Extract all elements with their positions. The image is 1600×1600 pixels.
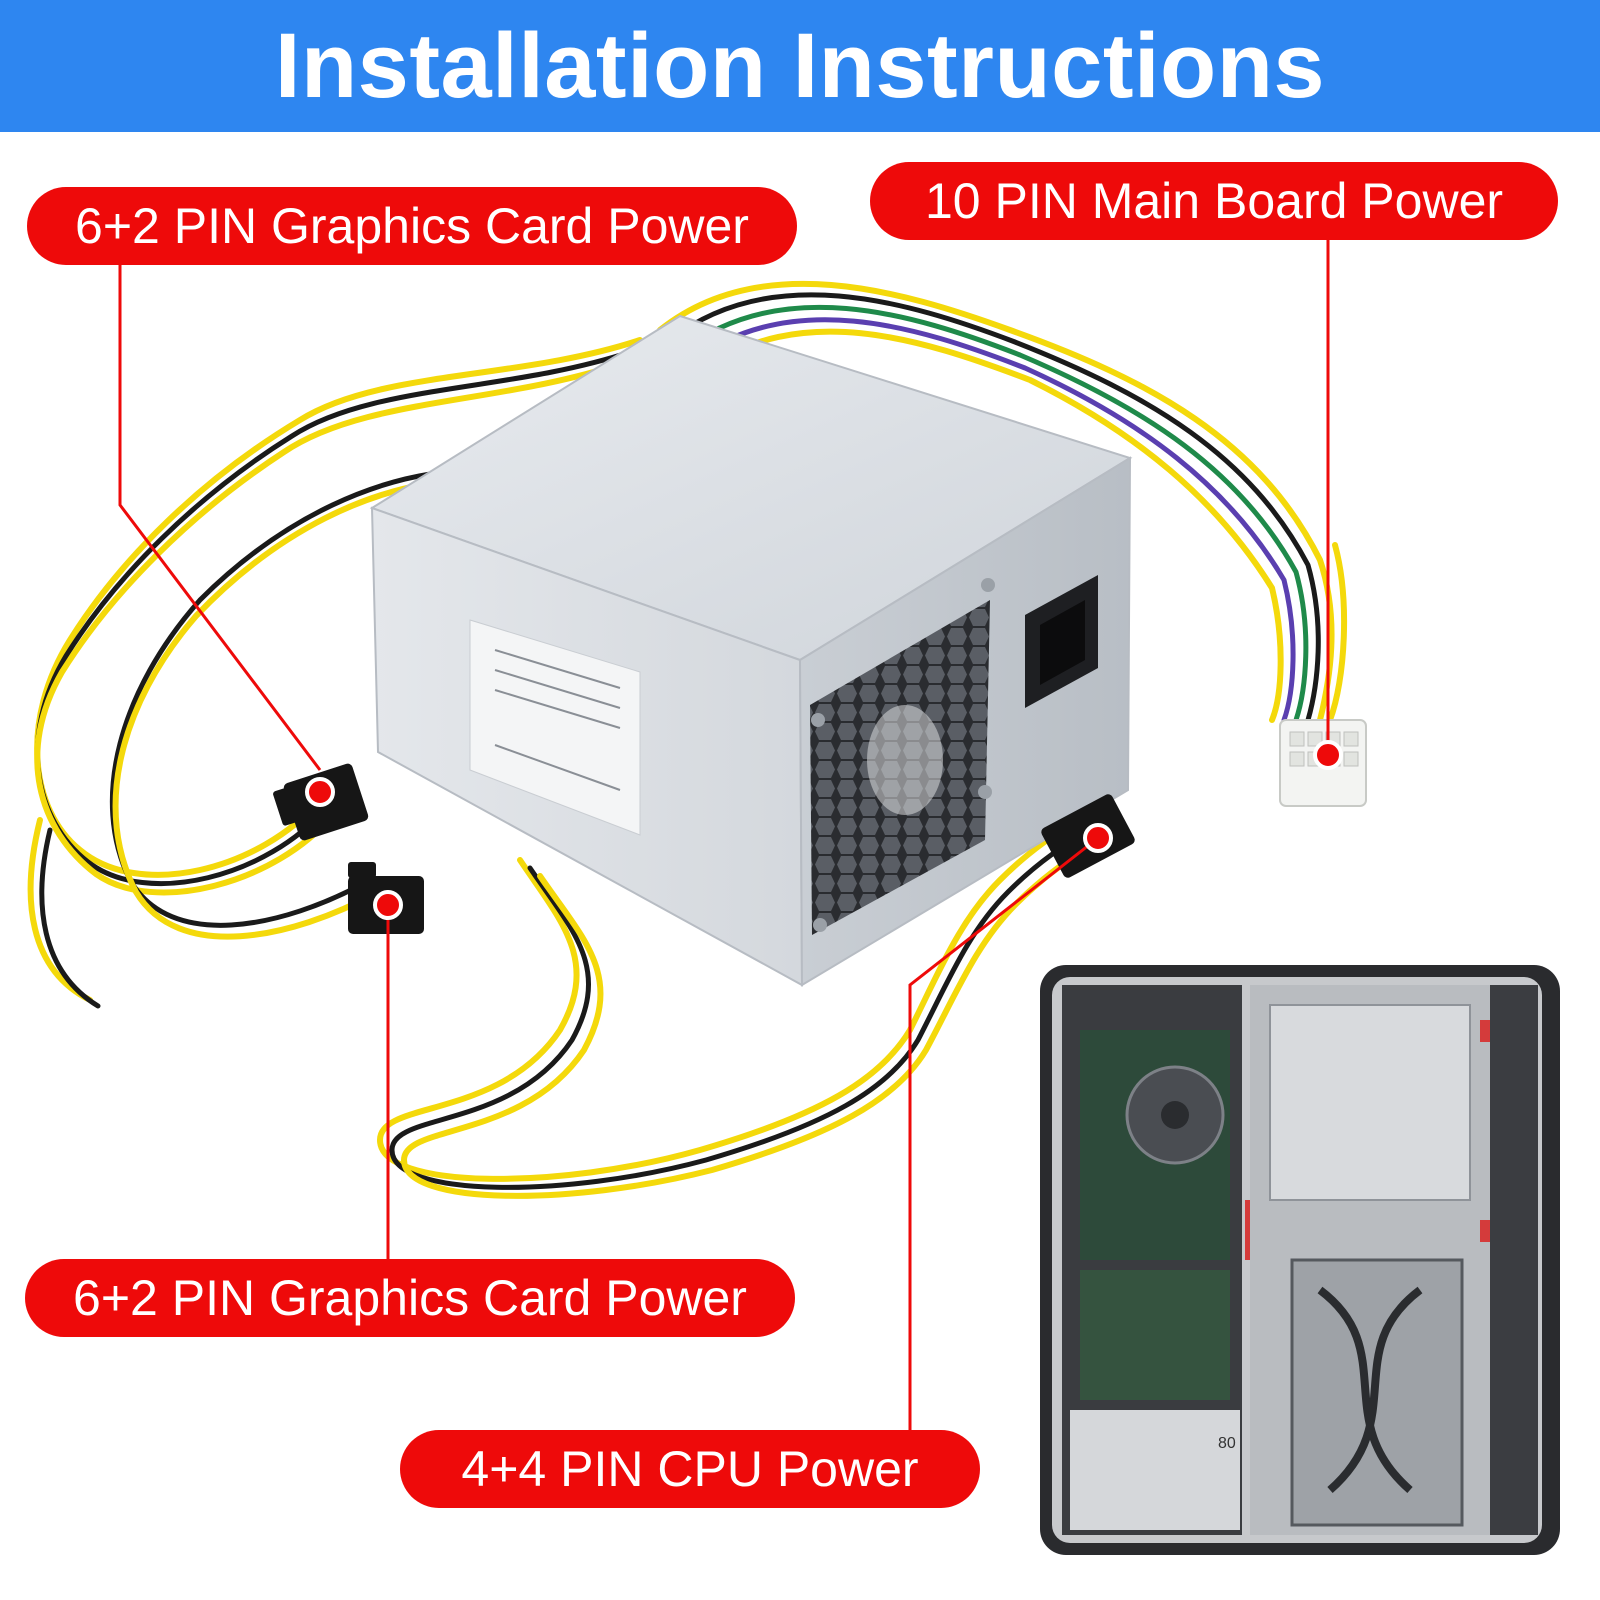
power-supply-unit: [369, 314, 1133, 987]
marker-gpu-bottom: [373, 890, 403, 920]
label-gpu-power-top: 6+2 PIN Graphics Card Power: [27, 187, 797, 265]
label-gpu-power-bottom: 6+2 PIN Graphics Card Power: [25, 1259, 795, 1337]
psu-badge: 80: [1218, 1435, 1236, 1452]
marker-cpu: [1083, 823, 1113, 853]
label-cpu-power: 4+4 PIN CPU Power: [400, 1430, 980, 1508]
cable-bundle: [27, 280, 1348, 1199]
label-mainboard-power: 10 PIN Main Board Power: [870, 162, 1558, 240]
marker-gpu-top: [305, 777, 335, 807]
pc-case-inset: 80: [1040, 965, 1560, 1555]
connector-markers: [305, 740, 1343, 920]
leader-lines: [118, 237, 1330, 1430]
page-title: Installation Instructions: [274, 14, 1326, 117]
marker-mainboard: [1313, 740, 1343, 770]
title-banner: Installation Instructions: [0, 0, 1600, 132]
